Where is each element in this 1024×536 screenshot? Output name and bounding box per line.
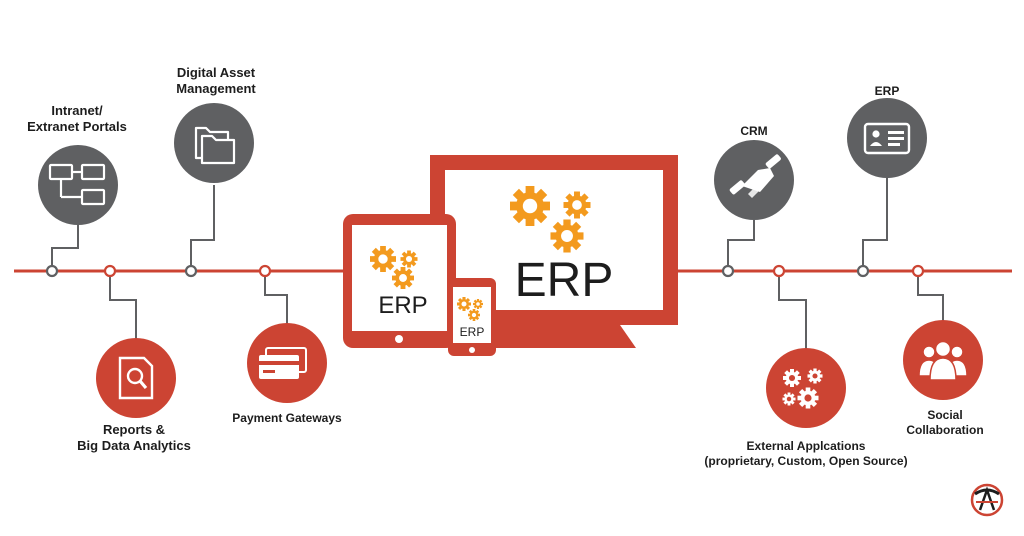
label-dam: Digital Asset Management: [146, 65, 286, 97]
node-reports: [96, 338, 176, 418]
phone: ERP: [448, 278, 496, 356]
label-crm: CRM: [714, 124, 794, 139]
node-social-collaboration: [903, 320, 983, 400]
label-social: Social Collaboration: [890, 408, 1000, 438]
label-reports-line1: Reports &: [102, 422, 166, 437]
folders-icon: [194, 126, 236, 165]
label-social-line1: Social: [927, 408, 963, 422]
node-intranet: [38, 145, 118, 225]
id-card-icon: [863, 122, 911, 155]
label-dam-line1: Digital Asset: [176, 65, 256, 80]
people-group-icon: [918, 340, 968, 381]
connectors: [51, 178, 944, 350]
node-external-applications: [766, 348, 846, 428]
phone-erp-label: ERP: [460, 325, 485, 339]
monitor-erp-label: ERP: [515, 254, 614, 307]
label-payment: Payment Gateways: [216, 411, 358, 426]
label-payment-line1: Payment Gateways: [232, 411, 342, 425]
timeline-dots: [45, 264, 925, 278]
label-intranet-line1: Intranet/: [51, 103, 103, 118]
label-external-line2: (proprietary, Custom, Open Source): [704, 454, 908, 468]
label-erp-card: ERP: [847, 84, 927, 99]
monitors-network-icon: [48, 163, 106, 206]
label-social-line2: Collaboration: [906, 423, 984, 437]
label-erp-card-line1: ERP: [874, 84, 900, 98]
label-reports: Reports & Big Data Analytics: [56, 422, 212, 454]
label-crm-line1: CRM: [740, 124, 768, 138]
node-payment-gateways: [247, 323, 327, 403]
label-intranet: Intranet/ Extranet Portals: [2, 103, 152, 135]
erp-devices-illustration: ERP ERP ERP: [343, 155, 678, 356]
label-intranet-line2: Extranet Portals: [27, 119, 127, 134]
node-erp-card: [847, 98, 927, 178]
document-search-icon: [118, 356, 154, 400]
tablet: ERP: [343, 214, 456, 348]
label-external-line1: External Applcations: [746, 439, 866, 453]
label-external: External Applcations (proprietary, Custo…: [696, 439, 916, 469]
cards-icon: [259, 347, 307, 379]
node-digital-asset-management: [174, 103, 254, 183]
handshake-icon: [729, 154, 781, 198]
node-crm: [714, 140, 794, 220]
label-dam-line2: Management: [176, 81, 256, 96]
label-reports-line2: Big Data Analytics: [77, 438, 191, 453]
brand-logo-icon: [970, 483, 1004, 517]
tablet-erp-label: ERP: [378, 292, 427, 319]
